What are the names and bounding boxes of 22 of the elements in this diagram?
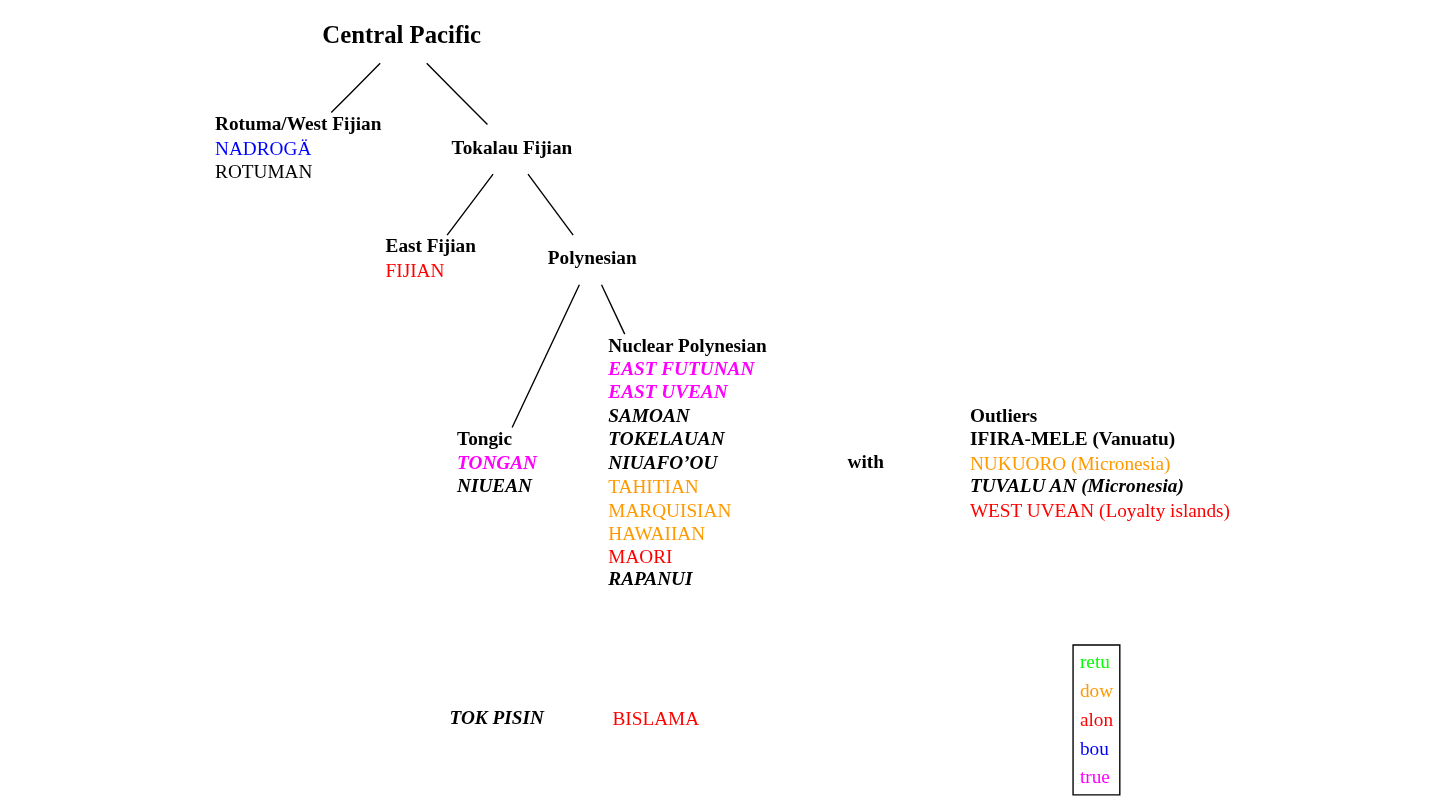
legend-label: true: [1079, 766, 1110, 788]
connector: [600, 284, 626, 335]
label: BISLAMA: [612, 707, 700, 729]
connector: [511, 284, 581, 429]
label: TOK PISIN: [449, 706, 544, 728]
node-text: Nuclear Polynesian EAST FUTUNAN EAST UVEAN SAMOAN TOKELAUAN NIUAFO’OU TAHITIAN MARQUISIAN HAWAIIAN MAORI RAPANUI: [608, 334, 767, 590]
connector: [330, 62, 381, 114]
node-text: Polynesian: [547, 247, 637, 269]
node-text: Outliers IFIRA-MELE (Vanuatu) NUKUORO (Micronesia) TUVALU AN (Micronesia) WEST UVEAN (Loyalty islands): [969, 404, 1230, 521]
node-text: Rotuma/West Fijian NADROGÄ ROTUMAN: [215, 113, 382, 183]
legend-label: dow: [1079, 679, 1114, 701]
legend-label: bou: [1079, 737, 1109, 759]
node-text: Tongic TONGAN NIUEAN: [457, 428, 537, 496]
legend-label: alon: [1079, 708, 1114, 730]
label: with: [847, 450, 884, 472]
node-text: Tokalau Fijian: [451, 136, 573, 158]
legend-label: retu: [1079, 650, 1110, 672]
node-text: East Fijian FIJIAN: [385, 234, 476, 281]
connector: [527, 173, 574, 236]
connector: [426, 62, 489, 126]
node-text: Central Pacific: [322, 21, 482, 49]
connector: [446, 173, 494, 236]
